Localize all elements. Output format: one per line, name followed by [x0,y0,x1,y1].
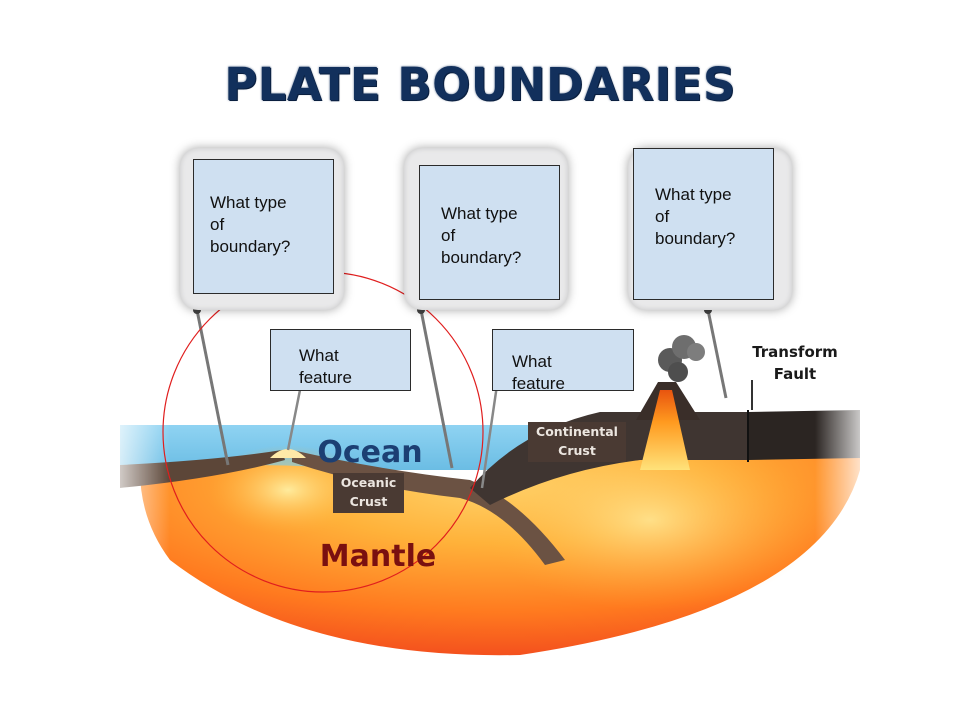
boundary-question-line1: What type [210,193,287,212]
pointer-line-3 [706,309,728,399]
oceanic-crust-line1: Oceanic [340,475,397,490]
boundary-question-line3: boundary? [210,237,291,256]
pointer-line-trench [480,384,499,489]
mantle-label: Mantle [320,539,436,574]
feature-answer-box-1[interactable]: What feature [270,329,411,391]
feature-question-line1: What [299,346,339,365]
boundary-question-line3: boundary? [655,229,736,248]
pointer-line-ridge [286,389,302,451]
continental-crust-line1: Continental [536,424,618,439]
ocean-label: Ocean [317,435,422,470]
oceanic-crust-label: Oceanic Crust [333,473,404,513]
pointer-line-2 [419,309,454,469]
boundary-question-line2: of [210,215,225,234]
transform-fault-line2: Fault [773,365,817,383]
volcano-lava [640,390,690,470]
boundary-answer-box-2[interactable]: What type of boundary? [419,165,560,300]
boundary-question-line3: boundary? [441,248,522,267]
continental-crust-label: Continental Crust [528,422,626,462]
oceanic-crust-line2: Crust [349,494,388,509]
boundary-question-line1: What type [655,185,732,204]
feature-question-line2: feature [512,374,565,391]
boundary-answer-box-1[interactable]: What type of boundary? [193,159,334,294]
boundary-question-line2: of [441,226,456,245]
fade-right [815,400,875,670]
boundary-question-line1: What type [441,204,518,223]
feature-question-line1: What [512,352,552,371]
feature-question-line2: feature [299,368,352,387]
transform-fault-line1: Transform [752,343,838,361]
smoke-3 [687,343,705,361]
fade-left [100,400,170,670]
boundary-question-line2: of [655,207,670,226]
page-title: PLATE BOUNDARIES [224,58,736,111]
continental-crust-line2: Crust [558,443,596,458]
pointer-line-1 [195,309,230,466]
transform-fault-label: Transform Fault [740,341,850,385]
boundary-answer-box-3[interactable]: What type of boundary? [633,148,774,300]
smoke-4 [668,362,688,382]
ridge-crest [270,449,306,458]
feature-answer-box-2[interactable]: What feature [492,329,634,391]
